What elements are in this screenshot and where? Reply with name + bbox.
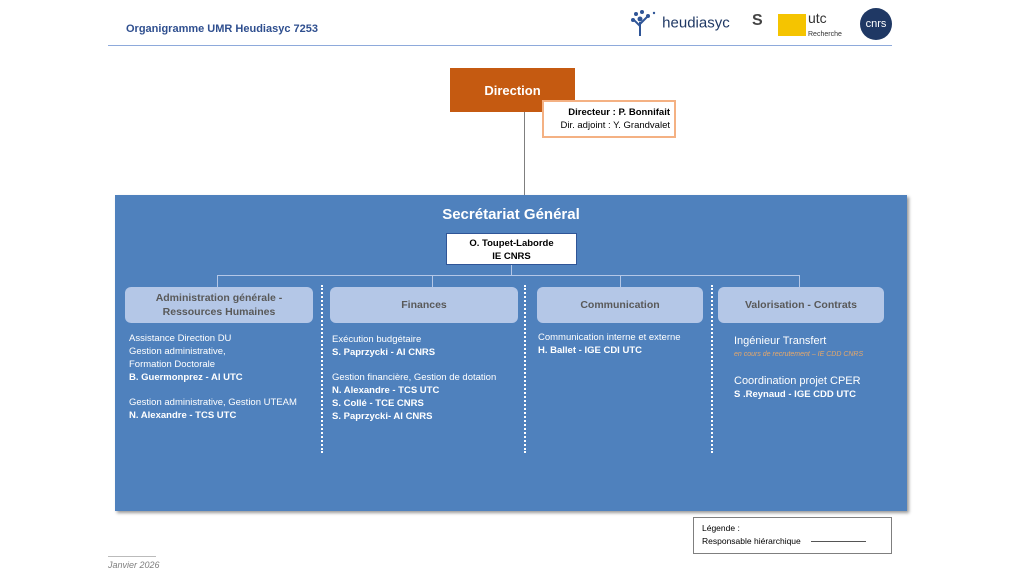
- finances-details: Exécution budgétaire S. Paprzycki - AI C…: [332, 333, 496, 423]
- connector-line: [217, 275, 218, 287]
- utc-logo-mark: [778, 14, 806, 36]
- legend-title: Légende :: [702, 523, 740, 533]
- legend-line: [810, 541, 866, 543]
- recruitment-note: en cours de recrutement – IE CDD CNRS: [734, 351, 864, 358]
- person: H. Ballet - IGE CDI UTC: [538, 345, 642, 356]
- connector-line: [620, 275, 621, 287]
- task: Coordination projet CPER: [734, 375, 861, 387]
- task: Ingénieur Transfert: [734, 335, 827, 347]
- connector-line: [799, 275, 800, 287]
- task: Exécution budgétaire: [332, 334, 422, 345]
- task: Communication interne et externe: [538, 332, 681, 343]
- task: Gestion administrative,: [129, 346, 226, 357]
- person: S. Paprzycki - AI CNRS: [332, 347, 436, 358]
- admin-details: Assistance Direction DU Gestion administ…: [129, 332, 297, 422]
- head-role: IE CNRS: [492, 251, 531, 262]
- dept-communication: Communication: [537, 287, 703, 323]
- page-title: Organigramme UMR Heudiasyc 7253: [126, 23, 318, 35]
- person: S. Collé - TCE CNRS: [332, 398, 424, 409]
- connector-line: [217, 275, 800, 276]
- person: S .Reynaud - IGE CDD UTC: [734, 389, 856, 400]
- connector-line: [432, 275, 433, 287]
- dept-finances: Finances: [330, 287, 518, 323]
- column-divider: [321, 285, 323, 453]
- person: N. Alexandre - TCS UTC: [129, 410, 237, 421]
- legend-item: Responsable hiérarchique: [702, 536, 801, 546]
- dept-admin-rh: Administration générale - Ressources Hum…: [125, 287, 313, 323]
- deputy-director: Dir. adjoint : Y. Grandvalet: [560, 120, 671, 131]
- connector-line: [511, 265, 512, 275]
- direction-members: Directeur : P. Bonnifait Dir. adjoint : …: [542, 100, 676, 138]
- task: Formation Doctorale: [129, 359, 216, 370]
- su-logo: S: [752, 12, 763, 29]
- header-divider: [108, 45, 892, 46]
- person: S. Paprzycki- AI CNRS: [332, 411, 433, 422]
- person: N. Alexandre - TCS UTC: [332, 385, 440, 396]
- task: Gestion financière, Gestion de dotation: [332, 372, 497, 383]
- heudiasyc-logo: heudiasyc: [628, 8, 730, 38]
- director: Directeur : P. Bonnifait: [568, 107, 670, 118]
- communication-details: Communication interne et externe H. Ball…: [538, 331, 681, 357]
- column-divider: [524, 285, 526, 453]
- cnrs-logo: cnrs: [860, 8, 892, 40]
- person: B. Guermonprez - AI UTC: [129, 372, 243, 383]
- secretariat-head: O. Toupet-Laborde IE CNRS: [446, 233, 577, 265]
- valorisation-details: Ingénieur Transfert en cours de recrutem…: [734, 335, 863, 401]
- legend: Légende : Responsable hiérarchique: [693, 517, 892, 554]
- footer-date: Janvier 2026: [108, 556, 160, 570]
- dept-valorisation: Valorisation - Contrats: [718, 287, 884, 323]
- task: Gestion administrative, Gestion UTEAM: [129, 397, 297, 408]
- task: Assistance Direction DU: [129, 333, 232, 344]
- column-divider: [711, 285, 713, 453]
- secretariat-title: Secrétariat Général: [442, 206, 580, 223]
- head-name: O. Toupet-Laborde: [469, 238, 554, 249]
- hierarchy-line: [524, 112, 525, 196]
